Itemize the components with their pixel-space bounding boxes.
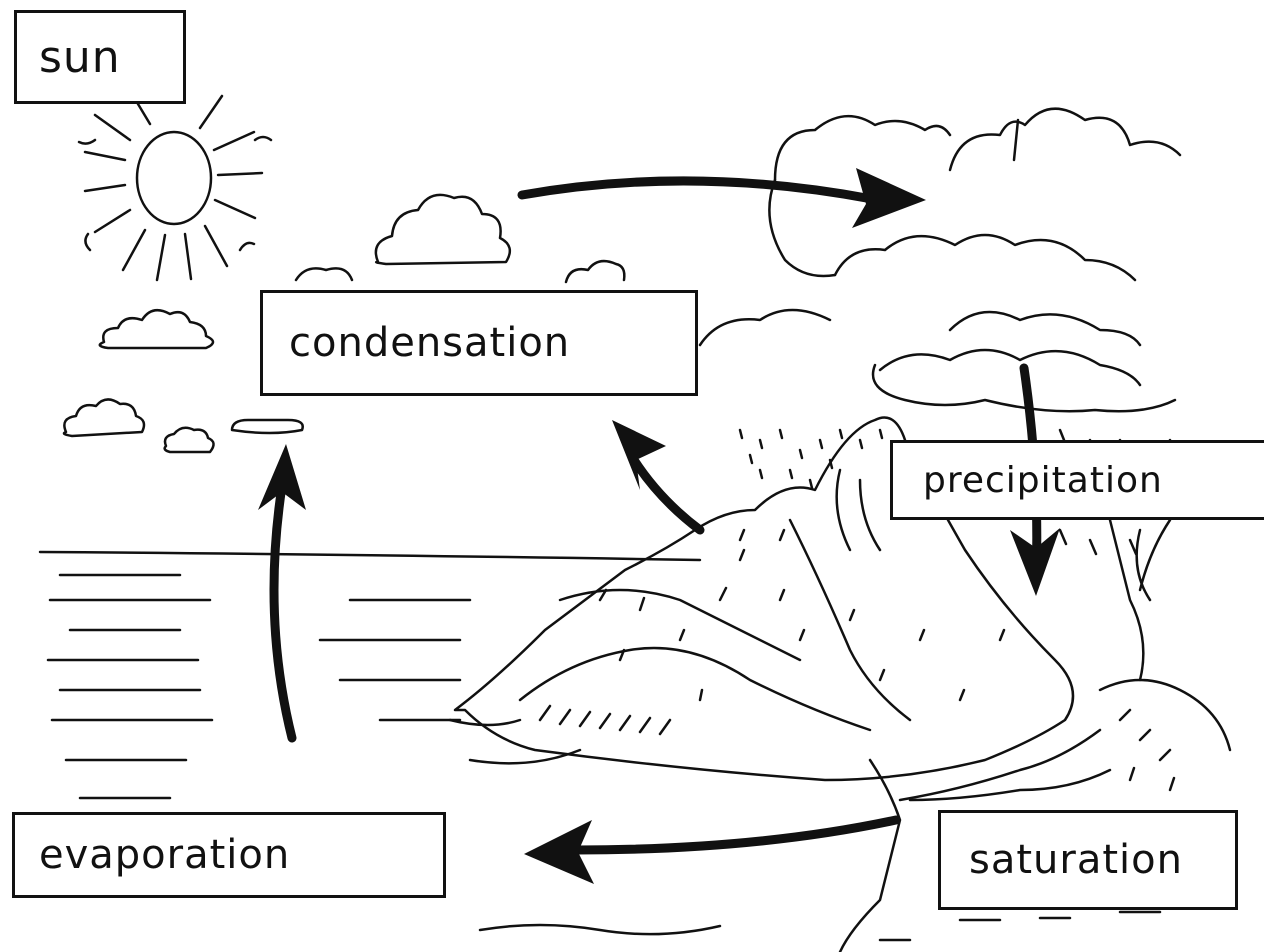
precipitation-label-text: precipitation xyxy=(923,460,1163,501)
arrow-top xyxy=(522,168,926,228)
condensation-label: condensation xyxy=(260,290,698,396)
trees-right xyxy=(1100,520,1230,790)
arrow-condensation-return xyxy=(612,420,700,530)
clouds-right xyxy=(700,109,1180,412)
condensation-label-text: condensation xyxy=(289,320,570,366)
evaporation-label-text: evaporation xyxy=(39,832,290,878)
evaporation-label: evaporation xyxy=(12,812,446,898)
saturation-label-text: saturation xyxy=(969,837,1183,883)
sun-label: sun xyxy=(14,10,186,104)
saturation-label: saturation xyxy=(938,810,1238,910)
precipitation-label: precipitation xyxy=(890,440,1264,520)
arrow-evaporation-up xyxy=(258,444,306,738)
sun-label-text: sun xyxy=(39,32,121,83)
arrow-runoff-left xyxy=(524,820,896,884)
sun-drawing xyxy=(79,94,271,280)
